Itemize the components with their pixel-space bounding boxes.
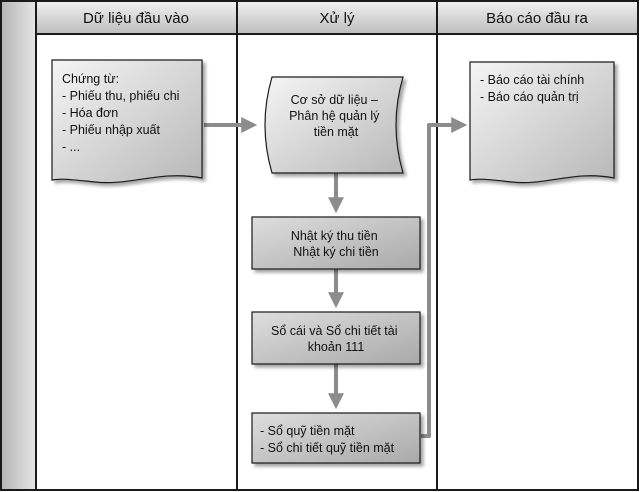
- output-document-text: - Báo cáo tài chính - Báo cáo quản trị: [480, 73, 588, 104]
- pool-label-strip: [0, 0, 37, 491]
- cashbook-process-box: [251, 412, 421, 464]
- database-line: Cơ sở dữ liệu –: [291, 93, 378, 107]
- output-document-shape: [469, 61, 615, 184]
- ledger-process-box: [251, 311, 421, 365]
- ledger-process-text: Sổ cái và Sổ chi tiết tài khoản 111: [271, 324, 401, 354]
- lane-header-output: [436, 0, 639, 35]
- journal-process-box: [251, 216, 421, 270]
- lane-title-output: Báo cáo đầu ra: [486, 10, 588, 27]
- output-doc-line: - Báo cáo tài chính: [480, 73, 584, 87]
- database-line: Phân hệ quản lý: [289, 109, 380, 123]
- cashbook-process-text: - Sổ quỹ tiền mặt - Sổ chi tiết quỹ tiền…: [260, 424, 395, 455]
- lane-header-input: [35, 0, 238, 35]
- input-doc-line: - Phiếu thu, phiếu chi: [62, 89, 179, 103]
- input-doc-line: - ...: [62, 140, 80, 154]
- input-doc-line: - Phiếu nhập xuất: [62, 123, 161, 137]
- lane-title-input: Dữ liệu đầu vào: [83, 10, 189, 27]
- database-text: Cơ sở dữ liệu – Phân hệ quản lý tiền mặt: [289, 93, 383, 139]
- input-document-shape: [51, 59, 203, 184]
- lane-title-process: Xử lý: [319, 10, 355, 27]
- input-doc-line: Chứng từ:: [62, 72, 119, 86]
- lane-header-process: [236, 0, 438, 35]
- ledger-line: Sổ cái và Sổ chi tiết tài: [271, 324, 397, 338]
- database-line: tiền mặt: [314, 125, 359, 139]
- input-doc-line: - Hóa đơn: [62, 106, 118, 120]
- ledger-line: khoản 111: [308, 340, 365, 354]
- journal-process-text: Nhật ký thu tiền Nhật ký chi tiền: [291, 229, 381, 259]
- journal-line: Nhật ký thu tiền: [291, 229, 378, 243]
- journal-line: Nhật ký chi tiền: [293, 245, 379, 259]
- cashbook-line: - Sổ chi tiết quỹ tiền mặt: [260, 441, 395, 455]
- database-shape: [264, 76, 404, 174]
- cashbook-line: - Sổ quỹ tiền mặt: [260, 424, 355, 438]
- input-document-text: Chứng từ: - Phiếu thu, phiếu chi - Hóa đ…: [62, 72, 183, 154]
- output-doc-line: - Báo cáo quản trị: [480, 90, 579, 104]
- arrow-cashbook-to-output: [421, 117, 468, 438]
